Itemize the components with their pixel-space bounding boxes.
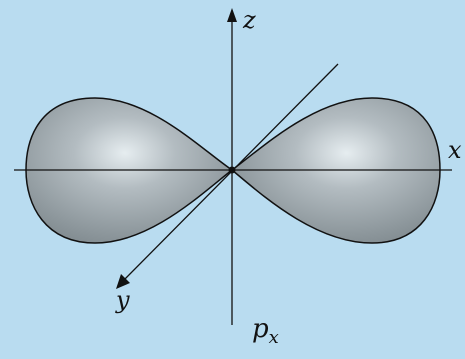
orbital-label-subscript: x: [269, 327, 279, 348]
orbital-label-base: p: [252, 314, 269, 344]
y-axis-arrowhead: [116, 274, 130, 289]
y-axis: [121, 63, 339, 283]
y-axis-label: y: [115, 286, 130, 314]
orbital-label: px: [252, 314, 279, 348]
origin-point: [228, 166, 236, 174]
x-axis-label: x: [448, 136, 462, 164]
z-axis-arrowhead: [227, 8, 237, 22]
z-axis-label: z: [242, 6, 256, 34]
